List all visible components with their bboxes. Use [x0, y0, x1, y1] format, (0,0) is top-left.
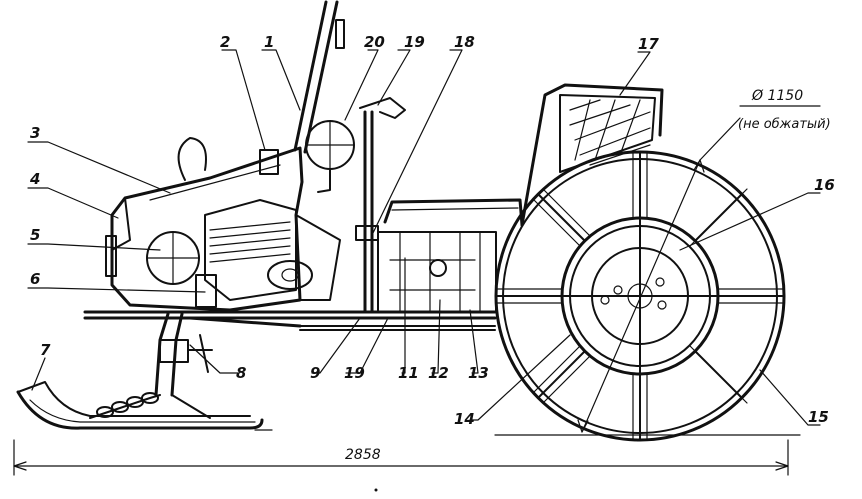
part-16-label: 16 [814, 176, 835, 194]
windshield [293, 0, 345, 154]
rear-wheel [494, 117, 786, 442]
part-number-labels: 2 1 20 19 18 17 3 4 5 6 7 8 9 19 11 12 1… [29, 33, 835, 428]
part-3-label: 3 [30, 124, 40, 142]
overall-dimension: 2858 [13, 439, 789, 492]
wheel-note-label: (не обжатый) [738, 117, 831, 132]
seat [383, 198, 524, 227]
front-ski [16, 381, 273, 431]
rear-rack [520, 83, 664, 227]
part-9-label: 9 [310, 364, 320, 382]
overall-length-label: 2858 [345, 447, 381, 463]
part-11-label: 11 [398, 364, 419, 382]
part-17-label: 17 [638, 35, 659, 53]
part-2-label: 2 [220, 33, 230, 51]
part-19-bottom-label: 19 [344, 364, 365, 382]
part-6-label: 6 [30, 270, 40, 288]
part-5-label: 5 [30, 226, 40, 244]
dot-mark [374, 488, 378, 492]
main-frame [83, 310, 497, 331]
transmission [377, 231, 497, 313]
leader-lines [27, 49, 821, 426]
part-20-label: 20 [364, 33, 385, 51]
part-7-label: 7 [40, 341, 51, 359]
part-19-top-label: 19 [404, 33, 425, 51]
front-cowl [105, 137, 304, 312]
part-13-label: 13 [468, 364, 489, 382]
part-4-label: 4 [29, 170, 40, 188]
part-8-label: 8 [236, 364, 246, 382]
part-12-label: 12 [428, 364, 449, 382]
part-18-label: 18 [454, 33, 475, 51]
ski-strut [89, 312, 213, 419]
engine [204, 199, 341, 301]
part-15-label: 15 [808, 408, 829, 426]
wheel-diameter-label: Ø 1150 [751, 88, 803, 104]
part-1-label: 1 [264, 33, 274, 51]
part-14-label: 14 [454, 410, 475, 428]
